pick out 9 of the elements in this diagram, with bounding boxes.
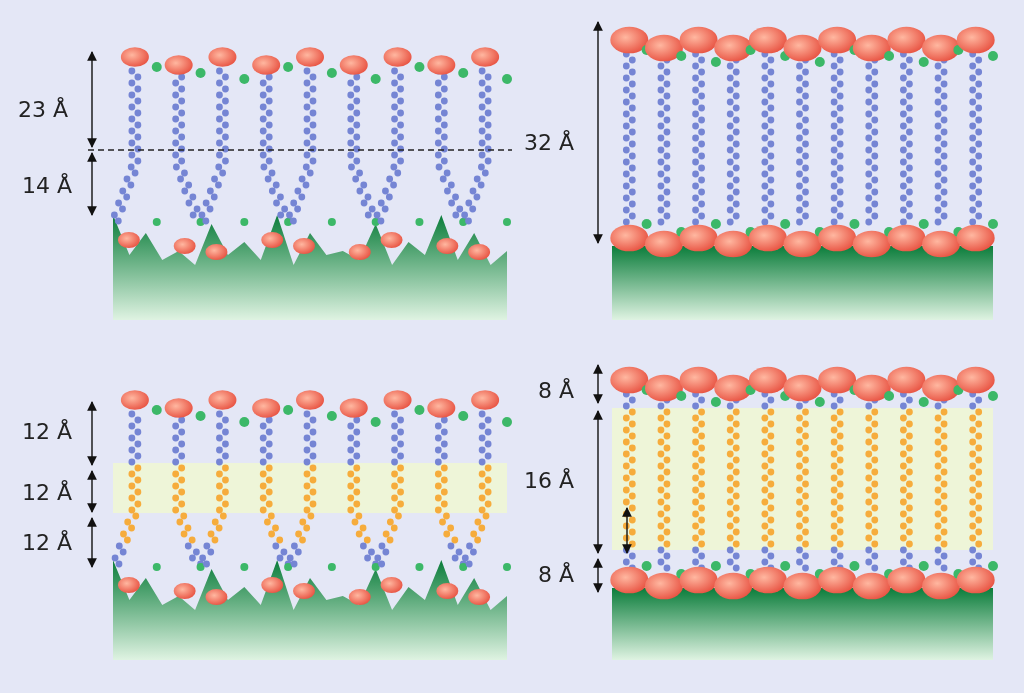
dimension-label: 32 Å [524, 131, 575, 155]
dimension-label: 8 Å [538, 563, 575, 587]
dimension-label: 16 Å [524, 469, 575, 493]
dimension-label: 12 Å [22, 420, 73, 444]
dimension-label: 12 Å [22, 481, 73, 505]
dimension-label: 23 Å [18, 98, 69, 122]
dimension-label: 8 Å [538, 379, 575, 403]
dimension-label: 14 Å [22, 174, 73, 198]
dimension-label: 12 Å [22, 531, 73, 555]
